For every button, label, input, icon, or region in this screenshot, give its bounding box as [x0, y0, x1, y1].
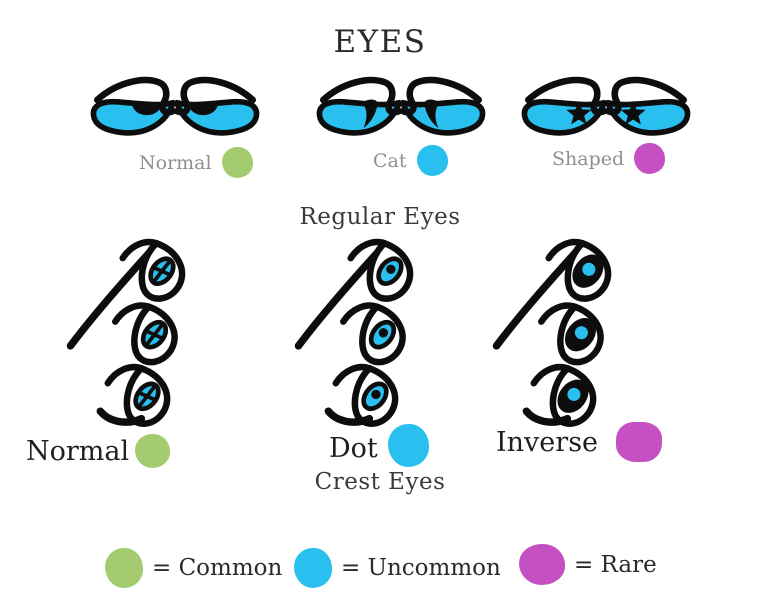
rare-rarity-dot-icon: [616, 422, 663, 462]
regular-shaped-label: Shaped: [552, 143, 666, 174]
regular-eyes-cat-drawing: [312, 76, 490, 150]
rare-rarity-dot-icon: [519, 544, 565, 585]
page-title: EYES: [333, 24, 427, 60]
common-rarity-dot-icon: [221, 147, 253, 178]
variant-label-text: Dot: [329, 433, 378, 464]
crest-normal-label: Normal: [26, 434, 171, 468]
crest-eyes-inverse-drawing: [492, 232, 660, 428]
common-rarity-dot-icon: [105, 548, 143, 588]
crest-eyes-dot-drawing: [294, 232, 462, 428]
variant-label-text: Shaped: [552, 147, 625, 170]
regular-eyes-normal-drawing: [86, 76, 264, 150]
crest-tail-stroke: [324, 407, 374, 426]
crest-eyes-normal-drawing: [66, 232, 234, 428]
regular-normal-label: Normal: [139, 147, 253, 178]
legend-rare: = Rare: [519, 544, 657, 585]
variant-label-text: Cat: [373, 149, 407, 172]
legend-label: = Common: [152, 555, 283, 581]
variant-label-text: Inverse: [496, 426, 599, 458]
uncommon-rarity-dot-icon: [387, 424, 429, 467]
crest-tail-stroke: [96, 407, 146, 426]
crest-tail-stroke: [522, 407, 572, 426]
inverse-irises: [557, 254, 604, 413]
crest-inverse-label: Inverse: [496, 422, 663, 462]
crest-dot-label: Dot: [329, 424, 429, 467]
variant-label-text: Normal: [26, 435, 130, 467]
regular-eyes-heading: Regular Eyes: [299, 204, 461, 230]
rare-rarity-dot-icon: [634, 143, 666, 174]
uncommon-rarity-dot-icon: [294, 548, 332, 588]
crest-eyes-heading: Crest Eyes: [314, 469, 446, 495]
variant-label-text: Normal: [139, 151, 212, 174]
regular-eyes-shaped-drawing: [517, 76, 695, 150]
legend-uncommon: = Uncommon: [294, 548, 501, 588]
segmented-irises: [133, 256, 176, 412]
legend-label: = Uncommon: [341, 555, 501, 581]
uncommon-rarity-dot-icon: [416, 145, 448, 176]
common-rarity-dot-icon: [135, 434, 171, 468]
legend-common: = Common: [105, 548, 282, 588]
regular-cat-label: Cat: [373, 145, 448, 176]
dot-irises: [361, 256, 404, 412]
legend-label: = Rare: [574, 551, 657, 578]
